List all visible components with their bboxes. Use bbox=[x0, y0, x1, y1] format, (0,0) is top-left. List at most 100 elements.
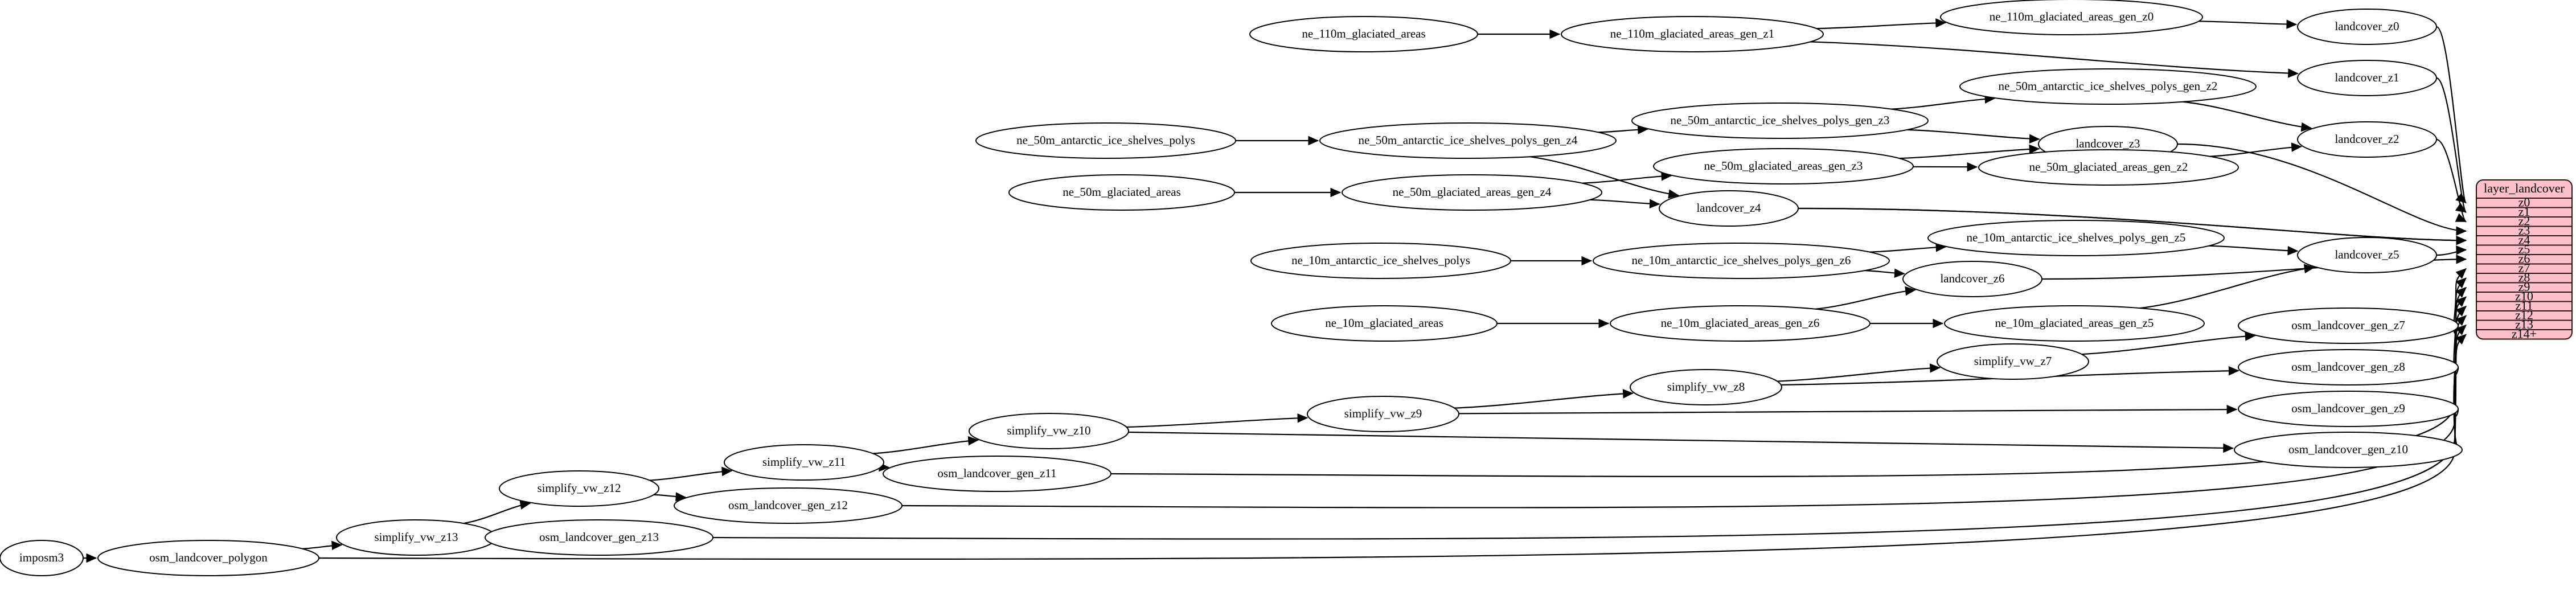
edge-line bbox=[2453, 277, 2467, 375]
table-row-z9[interactable]: z9 bbox=[2518, 280, 2530, 294]
graph-node-simplify-vw-z7[interactable]: simplify_vw_z7 bbox=[1937, 343, 2089, 380]
edge-arrowhead bbox=[1967, 162, 1978, 172]
graph-node-ne-50m-glaciated-areas-gen-z4[interactable]: ne_50m_glaciated_areas_gen_z4 bbox=[1342, 174, 1602, 211]
graph-edge bbox=[1899, 144, 2040, 159]
graph-node-ne-10m-glaciated-areas-gen-z5[interactable]: ne_10m_glaciated_areas_gen_z5 bbox=[1944, 305, 2205, 342]
edge-arrowhead bbox=[1894, 268, 1905, 278]
node-ellipse bbox=[883, 456, 1111, 492]
edge-arrowhead bbox=[2226, 404, 2238, 415]
graph-node-osm-landcover-gen-z7[interactable]: osm_landcover_gen_z7 bbox=[2238, 307, 2459, 344]
graph-edge bbox=[463, 500, 531, 524]
edge-arrowhead bbox=[2303, 264, 2315, 274]
graph-node-ne-50m-glaciated-areas-gen-z3[interactable]: ne_50m_glaciated_areas_gen_z3 bbox=[1653, 148, 1914, 184]
edge-line bbox=[463, 502, 531, 524]
edge-arrowhead bbox=[2287, 245, 2299, 256]
graph-node-simplify-vw-z10[interactable]: simplify_vw_z10 bbox=[969, 413, 1129, 449]
node-ellipse bbox=[97, 540, 319, 576]
edge-arrowhead bbox=[1933, 318, 1944, 329]
graph-edge bbox=[1582, 171, 1672, 184]
graph-edge bbox=[2453, 268, 2467, 334]
graph-node-simplify-vw-z13[interactable]: simplify_vw_z13 bbox=[336, 519, 497, 556]
graph-node-landcover-z6[interactable]: landcover_z6 bbox=[1902, 261, 2042, 297]
graph-node-osm-landcover-gen-z9[interactable]: osm_landcover_gen_z9 bbox=[2238, 391, 2459, 427]
graph-node-landcover-z1[interactable]: landcover_z1 bbox=[2297, 60, 2437, 96]
edge-arrowhead bbox=[2288, 68, 2299, 78]
graph-node-simplify-vw-z8[interactable]: simplify_vw_z8 bbox=[1630, 369, 1782, 405]
graph-node-ne-50m-antarctic-ice-shelves-polys-gen-z2[interactable]: ne_50m_antarctic_ice_shelves_polys_gen_z… bbox=[1959, 68, 2257, 105]
graph-node-imposm3[interactable]: imposm3 bbox=[0, 540, 84, 576]
table-row-z14plus[interactable]: z14+ bbox=[2512, 326, 2537, 341]
table-row-z5[interactable]: z5 bbox=[2518, 242, 2530, 256]
edge-arrowhead bbox=[1549, 29, 1561, 39]
graph-edge bbox=[1478, 29, 1561, 39]
graph-node-osm-landcover-gen-z8[interactable]: osm_landcover_gen_z8 bbox=[2238, 349, 2459, 386]
graph-edge bbox=[1590, 199, 1660, 209]
graph-node-ne-50m-glaciated-areas-gen-z2[interactable]: ne_50m_glaciated_areas_gen_z2 bbox=[1978, 149, 2239, 186]
table-row-z13[interactable]: z13 bbox=[2515, 317, 2533, 331]
graph-node-landcover-z4[interactable]: landcover_z4 bbox=[1659, 190, 1799, 227]
edge-arrowhead bbox=[1649, 199, 1660, 209]
edge-arrowhead bbox=[721, 466, 733, 477]
edge-arrowhead bbox=[1668, 189, 1680, 199]
table-row-z1[interactable]: z1 bbox=[2518, 204, 2530, 219]
edge-line bbox=[2177, 143, 2467, 232]
edge-line bbox=[2453, 268, 2467, 334]
table-row-z10[interactable]: z10 bbox=[2515, 289, 2533, 303]
table-row-z6[interactable]: z6 bbox=[2518, 251, 2530, 265]
node-ellipse bbox=[724, 444, 884, 481]
graph-edge bbox=[2209, 245, 2299, 256]
edge-line bbox=[1128, 431, 2233, 449]
table-row-z7[interactable]: z7 bbox=[2518, 261, 2530, 275]
graph-edge bbox=[2436, 26, 2467, 204]
edge-arrowhead bbox=[1308, 136, 1319, 146]
graph-edge bbox=[2139, 264, 2315, 309]
edge-arrowhead bbox=[2291, 142, 2302, 152]
edge-arrowhead bbox=[2455, 277, 2467, 289]
graph-node-osm-landcover-polygon[interactable]: osm_landcover_polygon bbox=[97, 540, 319, 576]
node-ellipse bbox=[1630, 369, 1782, 405]
graph-edge bbox=[2177, 143, 2467, 236]
node-ellipse bbox=[1631, 102, 1929, 139]
graph-node-ne-110m-glaciated-areas-gen-z0[interactable]: ne_110m_glaciated_areas_gen_z0 bbox=[1940, 0, 2203, 35]
graph-node-ne-10m-antarctic-ice-shelves-polys-gen-z5[interactable]: ne_10m_antarctic_ice_shelves_polys_gen_z… bbox=[1927, 220, 2225, 256]
graph-node-simplify-vw-z12[interactable]: simplify_vw_z12 bbox=[499, 470, 659, 507]
edge-arrowhead bbox=[2456, 226, 2467, 236]
node-ellipse bbox=[2238, 391, 2459, 427]
table-row-z3[interactable]: z3 bbox=[2518, 223, 2530, 237]
node-ellipse bbox=[2234, 432, 2463, 468]
graph-node-landcover-z0[interactable]: landcover_z0 bbox=[2297, 9, 2437, 45]
graph-node-osm-landcover-gen-z12[interactable]: osm_landcover_gen_z12 bbox=[674, 487, 903, 524]
graph-node-ne-50m-antarctic-ice-shelves-polys-gen-z4[interactable]: ne_50m_antarctic_ice_shelves_polys_gen_z… bbox=[1319, 122, 1617, 159]
edge-line bbox=[1907, 129, 2040, 140]
graph-node-osm-landcover-gen-z11[interactable]: osm_landcover_gen_z11 bbox=[883, 456, 1111, 492]
graph-node-ne-110m-glaciated-areas-gen-z1[interactable]: ne_110m_glaciated_areas_gen_z1 bbox=[1561, 16, 1824, 52]
layer-landcover-table: layer_landcoverz0z1z2z3z4z5z6z7z8z9z10z1… bbox=[2476, 179, 2573, 341]
graph-edge bbox=[649, 466, 733, 481]
graph-node-ne-110m-glaciated-areas[interactable]: ne_110m_glaciated_areas bbox=[1249, 16, 1478, 52]
graph-node-landcover-z2[interactable]: landcover_z2 bbox=[2297, 121, 2437, 158]
table-row-z4[interactable]: z4 bbox=[2518, 232, 2530, 247]
graph-node-simplify-vw-z11[interactable]: simplify_vw_z11 bbox=[724, 444, 884, 481]
table-row-z12[interactable]: z12 bbox=[2515, 307, 2533, 322]
graph-edge bbox=[873, 436, 979, 454]
graph-node-ne-10m-glaciated-areas-gen-z6[interactable]: ne_10m_glaciated_areas_gen_z6 bbox=[1610, 305, 1871, 342]
edge-line bbox=[2436, 26, 2467, 204]
graph-edge bbox=[1869, 242, 1947, 253]
graph-node-simplify-vw-z9[interactable]: simplify_vw_z9 bbox=[1307, 396, 1459, 432]
graph-node-landcover-z5[interactable]: landcover_z5 bbox=[2297, 237, 2437, 273]
graph-node-ne-10m-antarctic-ice-shelves-polys-gen-z6[interactable]: ne_10m_antarctic_ice_shelves_polys_gen_z… bbox=[1593, 243, 1890, 279]
graph-edge bbox=[1777, 363, 1941, 382]
table-row-z11[interactable]: z11 bbox=[2516, 298, 2533, 313]
table-row-z0[interactable]: z0 bbox=[2518, 195, 2530, 209]
edge-arrowhead bbox=[2029, 144, 2040, 154]
graph-edge bbox=[1458, 404, 2238, 415]
graph-node-osm-landcover-gen-z10[interactable]: osm_landcover_gen_z10 bbox=[2234, 432, 2463, 468]
graph-node-ne-50m-antarctic-ice-shelves-polys[interactable]: ne_50m_antarctic_ice_shelves_polys bbox=[975, 122, 1236, 159]
graph-node-osm-landcover-gen-z13[interactable]: osm_landcover_gen_z13 bbox=[485, 519, 713, 556]
graph-node-ne-10m-antarctic-ice-shelves-polys[interactable]: ne_10m_antarctic_ice_shelves_polys bbox=[1250, 243, 1511, 279]
graph-node-ne-50m-antarctic-ice-shelves-polys-gen-z3[interactable]: ne_50m_antarctic_ice_shelves_polys_gen_z… bbox=[1631, 102, 1929, 139]
graph-node-ne-10m-glaciated-areas[interactable]: ne_10m_glaciated_areas bbox=[1271, 305, 1498, 342]
table-row-z2[interactable]: z2 bbox=[2518, 214, 2530, 228]
graph-node-ne-50m-glaciated-areas[interactable]: ne_50m_glaciated_areas bbox=[1008, 174, 1235, 211]
table-row-z8[interactable]: z8 bbox=[2518, 270, 2530, 284]
